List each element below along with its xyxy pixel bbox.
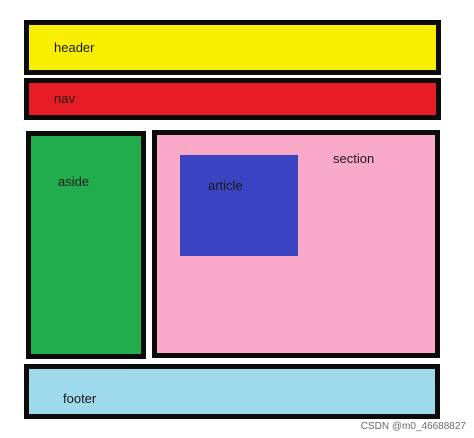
header-label: header: [54, 40, 95, 55]
aside-box: aside: [26, 131, 146, 359]
footer-label: footer: [63, 391, 97, 406]
article-label: article: [208, 178, 243, 193]
watermark-text: CSDN @m0_46688827: [360, 421, 466, 432]
section-label: section: [333, 151, 375, 166]
article-box: article: [180, 155, 298, 256]
nav-box: nav: [24, 78, 441, 120]
aside-label: aside: [58, 174, 90, 189]
section-box: section article: [152, 130, 440, 358]
header-box: header: [24, 20, 441, 75]
footer-box: footer: [24, 364, 440, 419]
nav-label: nav: [54, 91, 75, 106]
